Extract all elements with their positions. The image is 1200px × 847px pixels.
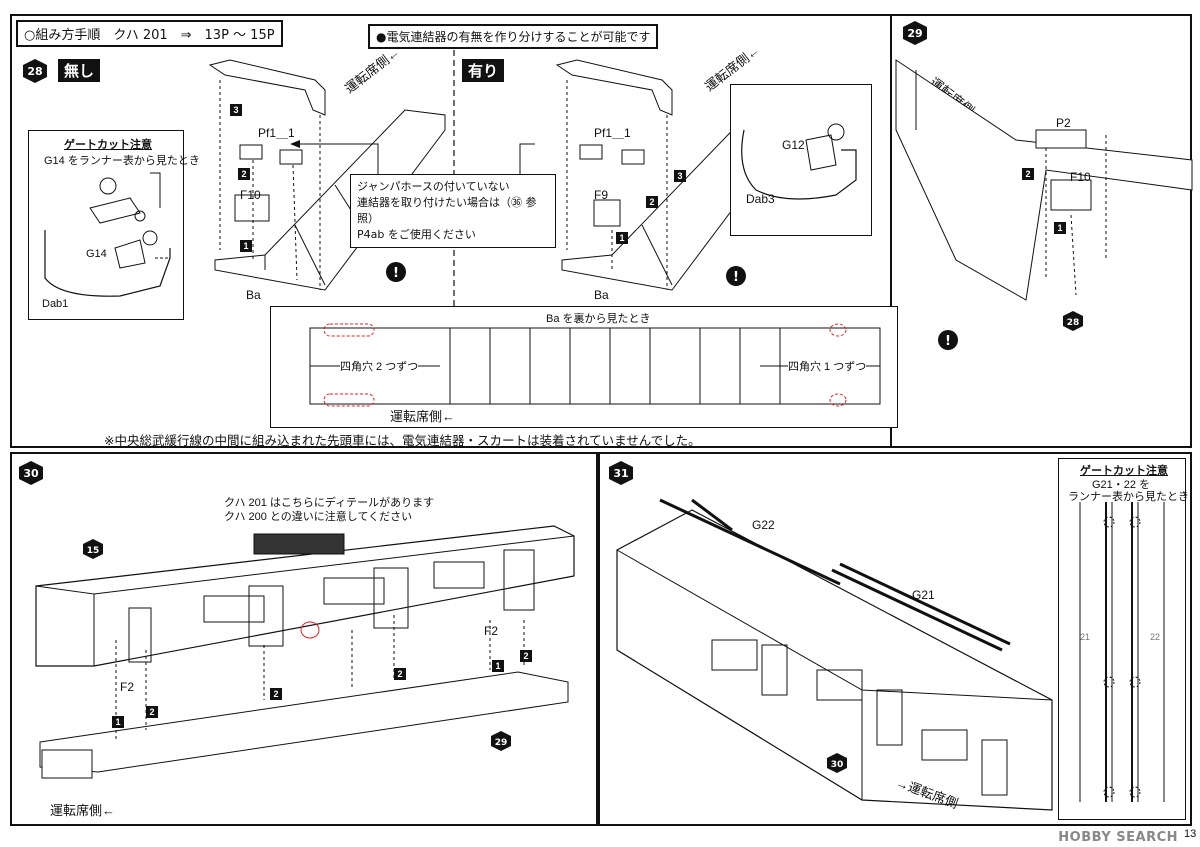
step-28-text: 28 [27, 65, 42, 78]
step-num-2-30-b: 2 [270, 688, 282, 700]
runner-drawing-31 [1079, 502, 1165, 802]
gatecut-text-31-2: ランナー表から見たとき [1068, 491, 1189, 503]
part-label-p2: P2 [1056, 116, 1071, 130]
car-body-drawing-30 [35, 525, 575, 667]
ba-underside-title: Ba を裏から見たとき [546, 313, 651, 325]
svg-text:29: 29 [495, 738, 508, 748]
gatecut-text-31-1: G21・22 を [1092, 479, 1151, 491]
warning-icon-left: ! [386, 262, 406, 282]
step-num-2-left: 2 [238, 168, 250, 180]
part-label-pf1-left: Pf1＿1 [258, 126, 295, 140]
warning-icon-29: ! [938, 330, 958, 350]
svg-text:!: ! [733, 270, 739, 285]
svg-text:31: 31 [613, 467, 628, 480]
step-29-badge: 29 [903, 21, 927, 45]
svg-text:30: 30 [831, 760, 844, 770]
warning-icon-right: ! [726, 266, 746, 286]
electric-coupler-note: ●電気連結器の有無を作り分けすることが可能です [368, 24, 659, 49]
gatecut-inset-g14 [28, 130, 184, 320]
step-num-3-right: 3 [674, 170, 686, 182]
g14-sprue-drawing [44, 172, 171, 297]
step-31-badge: 31 [609, 461, 633, 485]
step-num-1-29: 1 [1054, 222, 1066, 234]
part-label-pf1-right: Pf1＿1 [594, 126, 631, 140]
part-label-f10-29: F10 [1070, 170, 1091, 184]
svg-text:30: 30 [23, 467, 39, 480]
gatecut-title-31: ゲートカット注意 [1080, 465, 1168, 477]
part-label-f10-left: F10 [240, 188, 261, 202]
dab3-drawing [741, 123, 857, 200]
part-label-g22: G22 [752, 518, 775, 532]
step-30-badge: 30 [19, 461, 43, 485]
chassis-drawing-left [208, 59, 446, 291]
step-num-1-left: 1 [240, 240, 252, 252]
underframe-drawing-30 [39, 671, 569, 779]
part-label-g14: G14 [86, 248, 107, 260]
ba-driver-side: 運転席側← [390, 409, 456, 424]
step-num-1-30-left: 1 [112, 716, 124, 728]
step-num-1-right: 1 [616, 232, 628, 244]
runner-number-21: 21 [1080, 632, 1091, 642]
watermark: HOBBY SEARCH [1058, 830, 1178, 845]
ref-29-badge: 29 [491, 731, 511, 751]
tag-with: 有り [462, 59, 505, 82]
panel30-driver-side: 運転席側← [50, 803, 116, 818]
part-label-g21: G21 [912, 588, 935, 602]
gatecut-inset-g21-g22 [1058, 458, 1186, 820]
step-num-2-right: 2 [646, 196, 658, 208]
rail-strips-31 [659, 498, 1011, 646]
part-label-ba-right: Ba [594, 288, 609, 302]
step-num-3-left: 3 [230, 104, 242, 116]
ref-15-badge: 15 [83, 539, 103, 559]
panel-31-frame [598, 452, 1192, 826]
ref-30-badge: 30 [827, 753, 847, 773]
step-29-text: 29 [907, 27, 922, 40]
gatecut-title: ゲートカット注意 [64, 139, 152, 151]
part-label-f2-right: F2 [484, 624, 499, 638]
inset-g12-dab3 [730, 84, 872, 236]
part-label-f9: F9 [594, 188, 609, 202]
gatecut-text: G14 をランナー表から見たとき [44, 155, 200, 167]
part-label-g12: G12 [782, 138, 805, 152]
panel29-chassis-drawing [895, 59, 1193, 301]
tag-without: 無し [58, 59, 101, 82]
jumper-note-line-3: P4ab をご使用ください [357, 228, 476, 241]
jumper-note-line-2: 連結器を取り付けたい場合は（㊱ 参照） [357, 196, 537, 225]
svg-text:!: ! [393, 266, 399, 281]
step-num-2-30-d: 2 [520, 650, 532, 662]
runner-number-22: 22 [1150, 632, 1161, 642]
jumper-note-arrows [290, 140, 535, 174]
right-square-holes: 四角穴 1 つずつ [788, 358, 867, 374]
panel-29-frame [890, 14, 1192, 448]
svg-text:15: 15 [87, 546, 100, 556]
jumper-note-line-1: ジャンパホースの付いていない [357, 180, 510, 193]
panel-30-frame [10, 452, 598, 826]
part-label-ba-left: Ba [246, 288, 261, 302]
car-body-drawing-31 [616, 498, 1053, 811]
footnote: ※中央総武緩行線の中間に組み込まれた先頭車には、電気連結器・スカートは装着されて… [104, 433, 701, 448]
part-label-dab3: Dab3 [746, 192, 775, 206]
left-square-holes: 四角穴 2 つずつ [340, 358, 419, 374]
svg-text:28: 28 [1067, 318, 1080, 328]
part-label-dab1: Dab1 [42, 298, 69, 310]
detail-note-line-1: クハ 201 はこちらにディテールがあります [224, 497, 435, 509]
part-label-f2-left: F2 [120, 680, 135, 694]
step-num-1-30-right: 1 [492, 660, 504, 672]
detail-note-line-2: クハ 200 との違いに注意してください [224, 511, 413, 523]
step-num-2-29: 2 [1022, 168, 1034, 180]
step-num-2-30-c: 2 [394, 668, 406, 680]
page-number: 13 [1184, 828, 1197, 840]
jumper-hose-note: ジャンパホースの付いていない 連結器を取り付けたい場合は（㊱ 参照） P4ab … [350, 174, 556, 248]
svg-text:!: ! [945, 334, 951, 349]
step-28-badge-left: 28 [23, 59, 47, 83]
page-title: ○組み方手順 クハ 201 ⇒ 13P ～ 15P [16, 20, 283, 47]
step-num-2-30-a: 2 [146, 706, 158, 718]
ref-28-badge: 28 [1063, 311, 1083, 331]
